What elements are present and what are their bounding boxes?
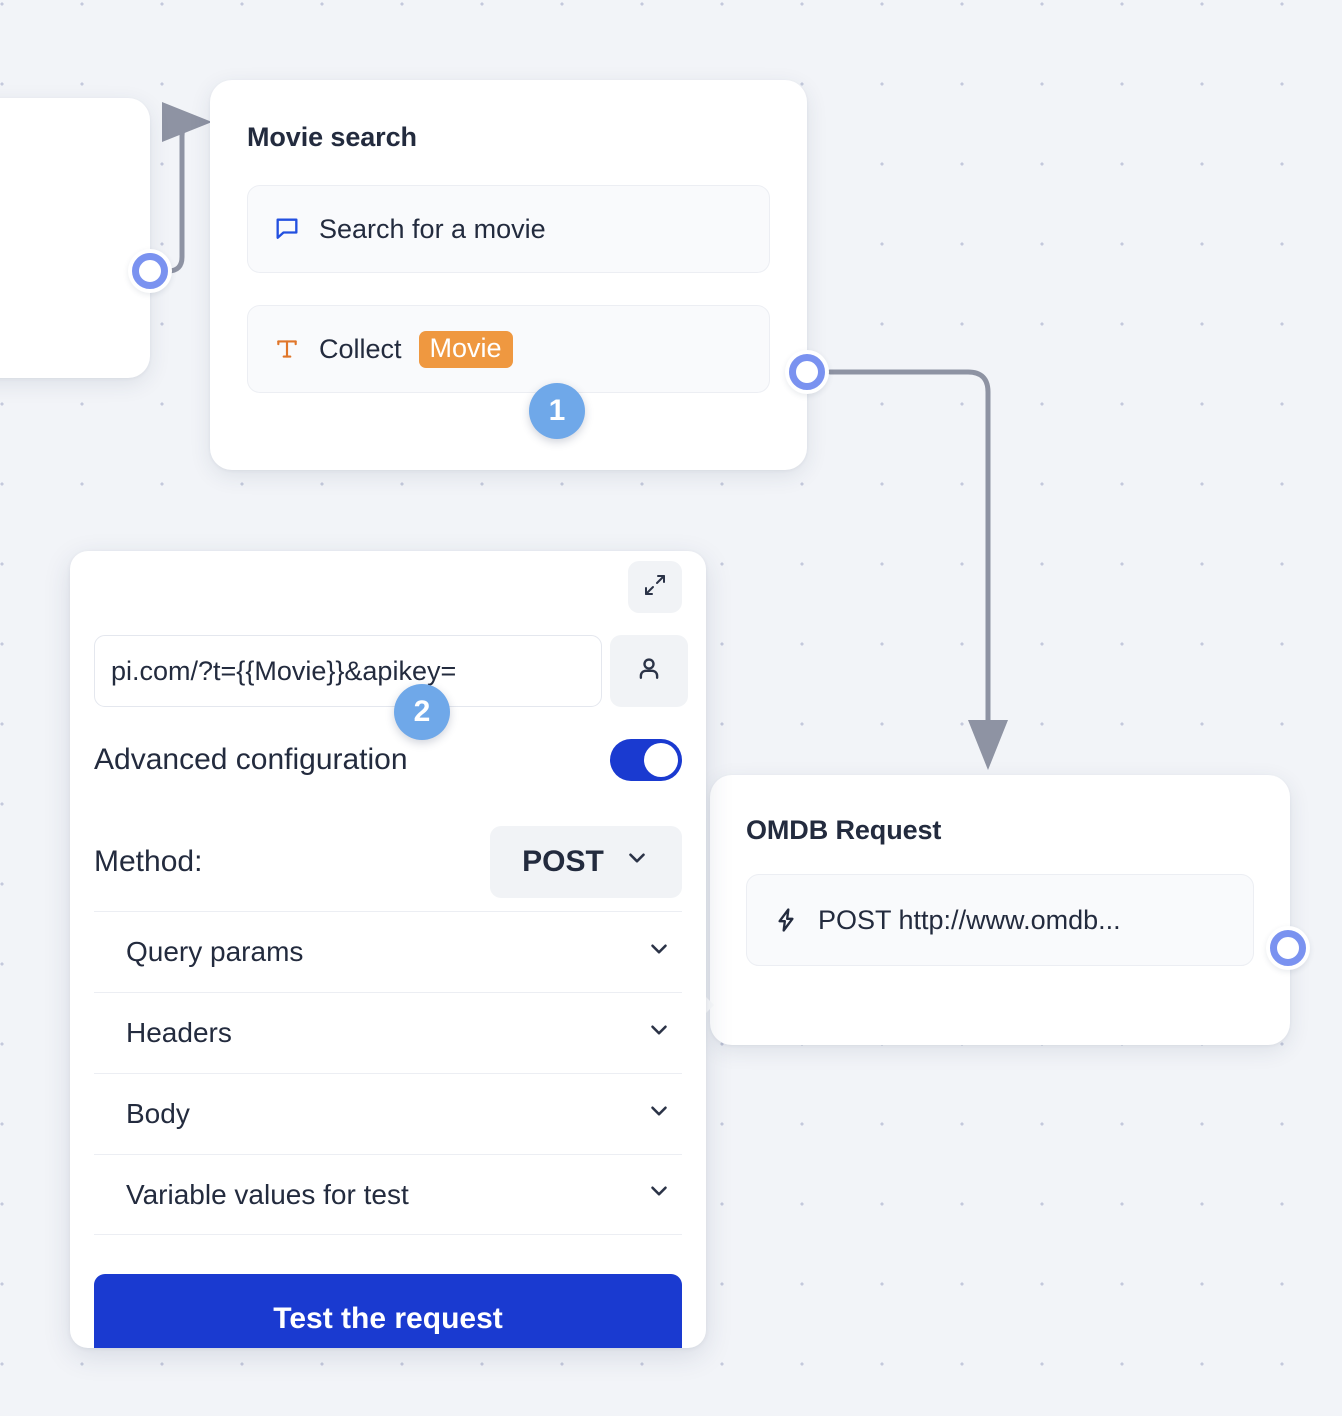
auth-user-button[interactable]	[610, 635, 688, 707]
node-row-post-request[interactable]: POST http://www.omdb...	[746, 874, 1254, 966]
chevron-down-icon	[646, 1017, 672, 1050]
method-select[interactable]: POST	[490, 826, 682, 898]
node-card-movie-search[interactable]: Movie search Search for a movie Collect …	[210, 80, 807, 470]
advanced-configuration-label: Advanced configuration	[94, 743, 408, 776]
accordion-item-query-params[interactable]: Query params	[94, 911, 682, 992]
step-badge-2: 2	[394, 684, 450, 740]
node-row-label: Search for a movie	[319, 213, 546, 244]
chevron-down-icon	[646, 1098, 672, 1131]
node-card-omdb-request[interactable]: OMDB Request POST http://www.omdb...	[692, 775, 1290, 1045]
method-label: Method:	[94, 845, 203, 878]
accordion-label: Headers	[126, 1017, 232, 1048]
advanced-configuration-row[interactable]: Advanced configuration	[94, 739, 682, 781]
test-the-request-button[interactable]: Test the request	[94, 1274, 682, 1348]
step-badge-1: 1	[529, 383, 585, 439]
request-config-panel[interactable]: Advanced configuration Method: POST Quer…	[70, 551, 706, 1348]
movie-search-output-port[interactable]	[785, 350, 829, 394]
accordion-label: Body	[126, 1098, 190, 1129]
config-accordion: Query params Headers Body Variable value…	[94, 911, 682, 1235]
node-card-partial-left[interactable]	[0, 98, 150, 378]
text-t-icon	[272, 334, 302, 364]
expand-diagonal-icon	[643, 573, 667, 602]
method-value: POST	[522, 845, 604, 878]
request-url-input[interactable]	[94, 635, 602, 707]
person-icon	[634, 654, 664, 689]
node-title-omdb-request: OMDB Request	[746, 815, 942, 845]
accordion-item-body[interactable]: Body	[94, 1073, 682, 1154]
accordion-item-headers[interactable]: Headers	[94, 992, 682, 1073]
node-row-label: POST http://www.omdb...	[818, 904, 1121, 935]
lightning-bolt-icon	[771, 905, 801, 935]
node-row-label: Collect	[319, 333, 402, 364]
accordion-item-variable-values-for-test[interactable]: Variable values for test	[94, 1154, 682, 1235]
chevron-down-icon	[646, 936, 672, 969]
accordion-label: Variable values for test	[126, 1178, 409, 1210]
node-row-search-for-a-movie[interactable]: Search for a movie	[247, 185, 770, 273]
url-row[interactable]	[94, 635, 688, 707]
expand-panel-button[interactable]	[628, 561, 682, 613]
variable-chip-movie[interactable]: Movie	[418, 330, 513, 368]
chevron-down-icon	[624, 845, 650, 879]
connector-left-to-movie	[155, 102, 212, 274]
chevron-down-icon	[646, 1178, 672, 1211]
left-node-output-port[interactable]	[128, 249, 172, 293]
omdb-output-port[interactable]	[1266, 926, 1310, 970]
connector-movie-to-omdb	[827, 369, 1008, 770]
node-row-collect-movie[interactable]: Collect Movie	[247, 305, 770, 393]
message-bubble-icon	[272, 214, 302, 244]
node-title-movie-search: Movie search	[247, 122, 417, 152]
advanced-configuration-toggle[interactable]	[610, 739, 682, 781]
method-row: Method: POST	[94, 826, 682, 898]
accordion-label: Query params	[126, 936, 304, 967]
